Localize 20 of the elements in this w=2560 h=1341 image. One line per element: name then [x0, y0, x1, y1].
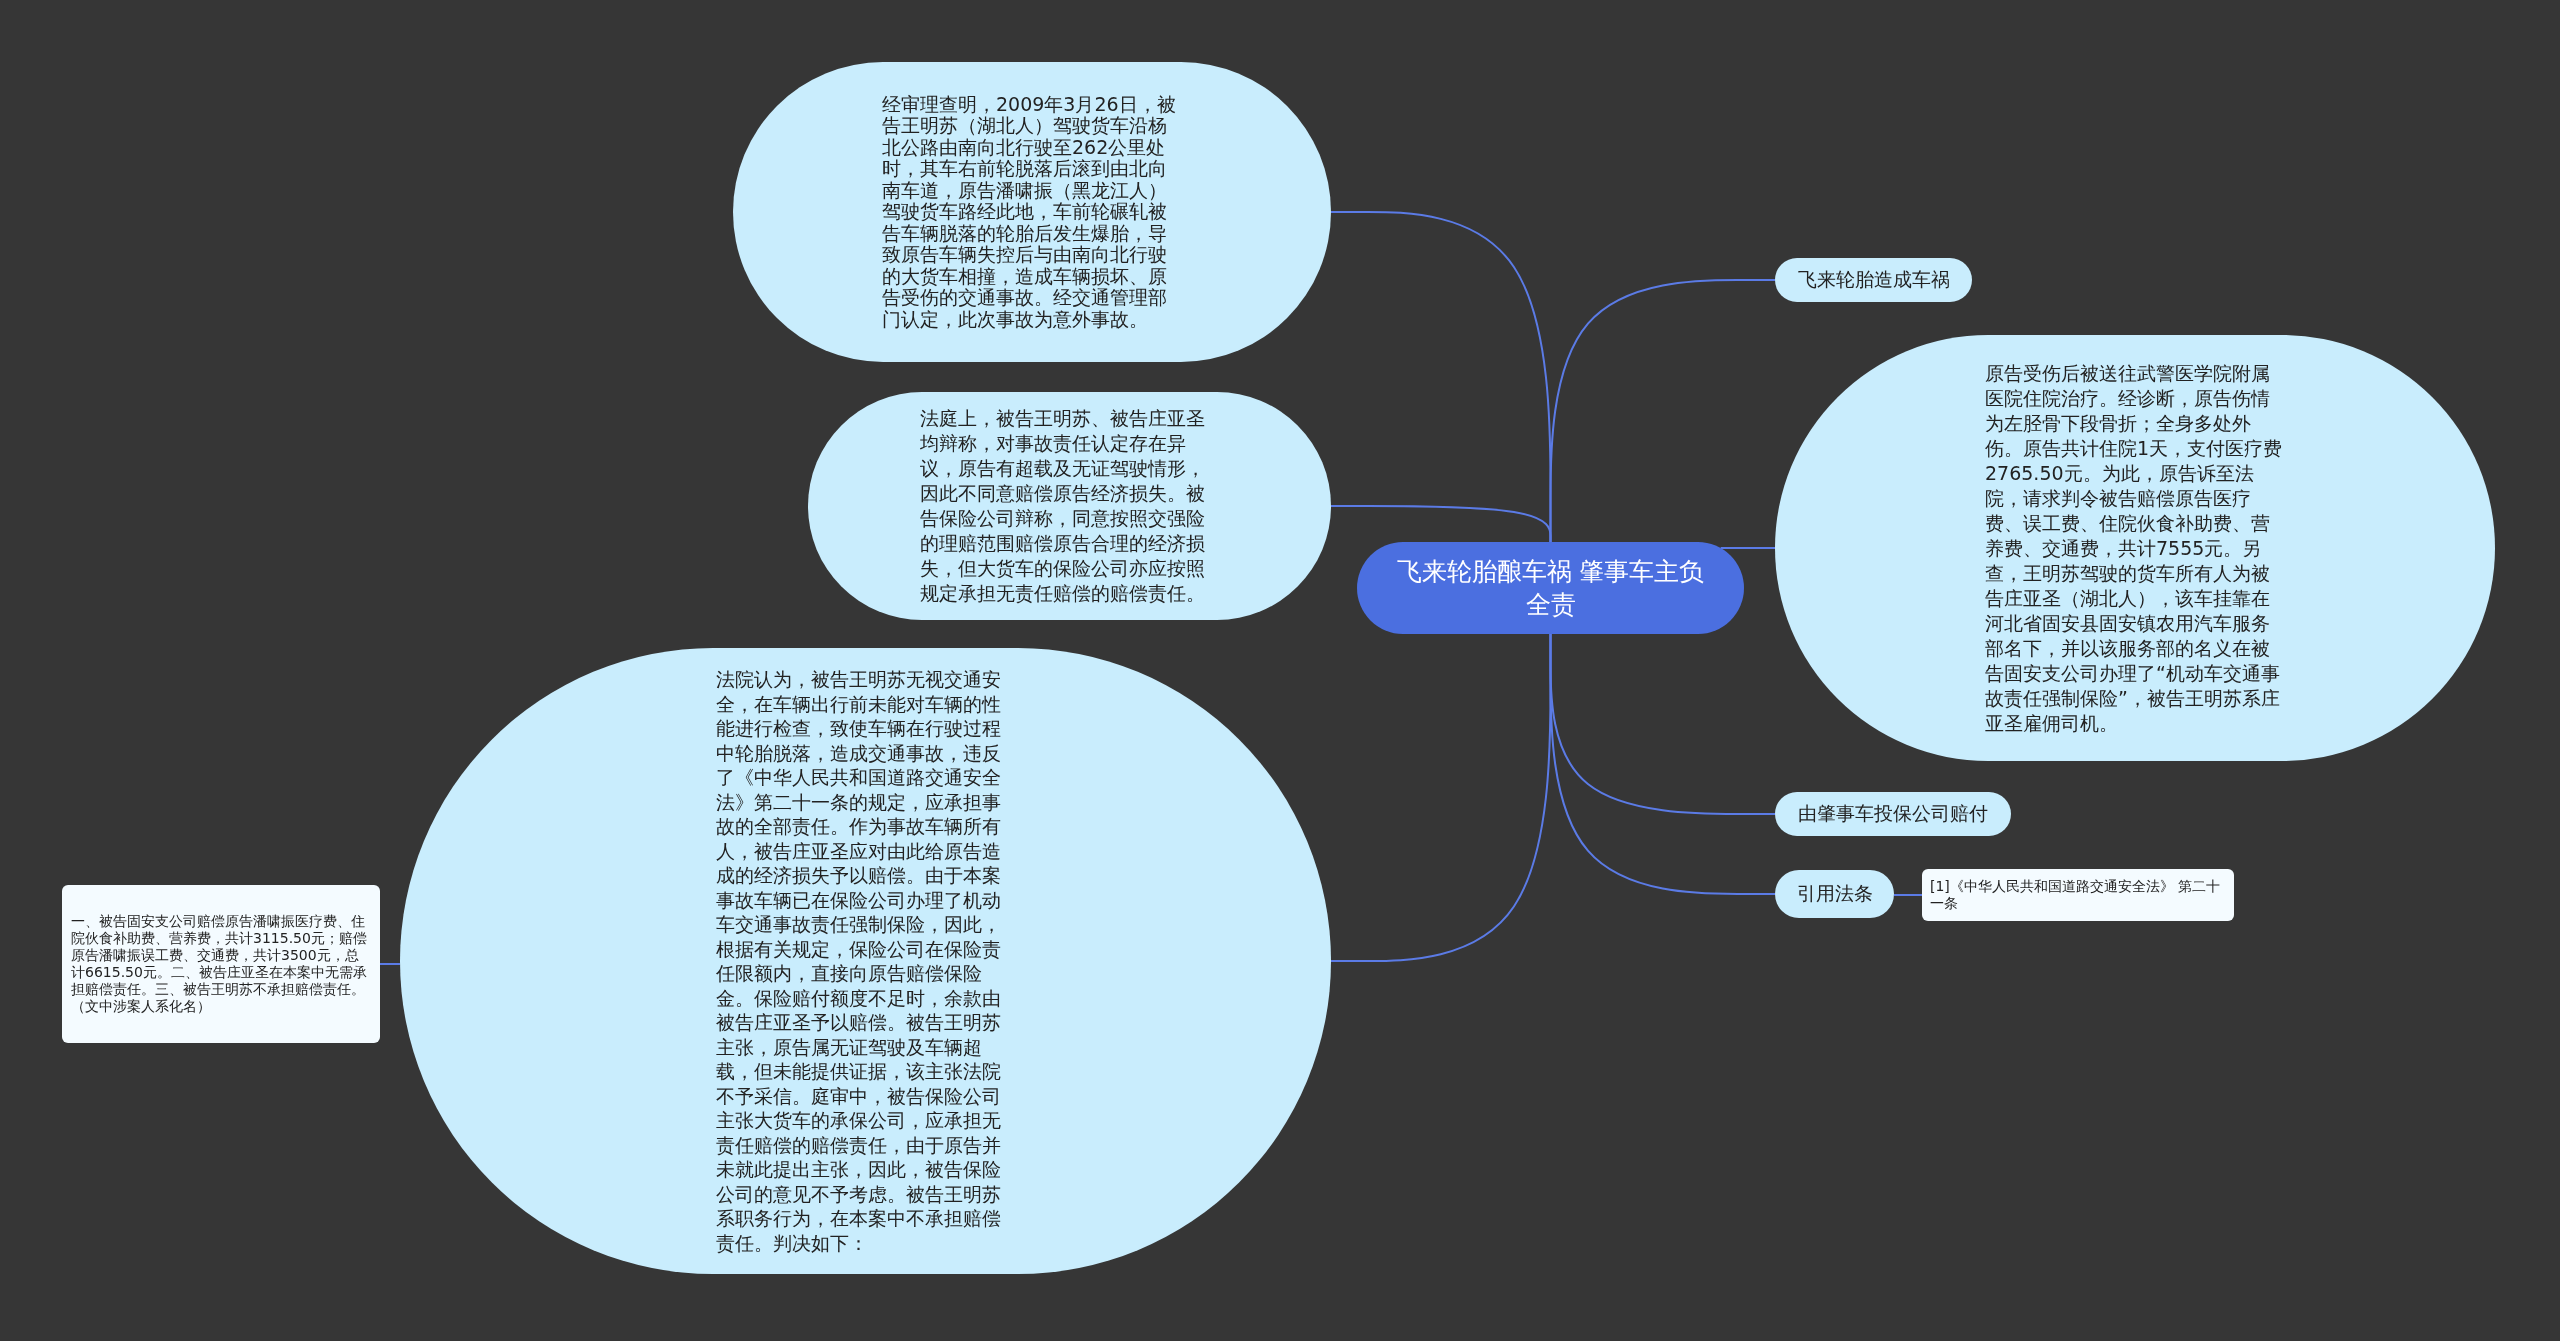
note-card [1922, 869, 2234, 921]
node-text: 由肇事车投保公司赔付 [1798, 801, 1988, 826]
note-card [62, 885, 380, 1043]
connector-line [1549, 279, 1776, 543]
topic-pill [1775, 792, 2011, 836]
node-text: 法院认为，被告王明苏无视交通安全，在车辆出行前未能对车辆的性能进行检查，致使车辆在行驶过程中轮胎脱落，造成交通事故，违反了《中华人民共和国道路交通安全法》第二十一条的规定，应承担事故的全部责任。作为事故车辆所有人，被告庄亚圣应对由此给原告造成的经济损失予以赔偿。由于本案事故车辆已在保险公司办理了机动车交通事故责任强制保险，因此，根据有关规定，保险公司在保险责任限额内，直接向原告赔偿保险金。保险赔付额度不足时，余款由被告庄亚圣予以赔偿。被告王明苏主张，原告属无证驾驶及车辆超载，但未能提供证据，该主张法院不予采信。庭审中，被告保险公司主张大货车的承保公司，应承担无责任赔偿的赔偿责任，由于原告并未就此提出主张，因此，被告保险公司的意见不予考虑。被告王明苏系职务行为，在本案中不承担赔偿责任。判决如下： [715, 667, 1002, 1255]
connector-line [1719, 547, 1776, 549]
topic-pill [1775, 870, 1894, 918]
connector-line [1893, 894, 1923, 896]
node-text: 飞来轮胎造成车祸 [1797, 267, 1950, 292]
node-text: 飞来轮胎酿车祸 肇事车主负全责 [1395, 556, 1706, 621]
node-text: 一、被告固安支公司赔偿原告潘啸振医疗费、住院伙食补助费、营养费，共计3115.50元；赔偿原告潘啸振误工费、交通费，共计3500元，总计6615.50元。二、被告庄亚圣在本案中无需承担赔偿责任。三、被告王明苏不承担赔偿责任。（文中涉案人系化名） [71, 913, 368, 1015]
node-text: 引用法条 [1796, 881, 1873, 906]
connector-line [379, 963, 401, 965]
node-text: 原告受伤后被送往武警医学院附属医院住院治疗。经诊断，原告伤情为左胫骨下段骨折；全身多处外伤。原告共计住院1天，支付医疗费2765.50元。为此，原告诉至法院，请求判令被告赔偿原告医疗费、误工费、住院伙食补助费、营养费、交通费，共计7555元。另查，王明苏驾驶的货车所有人为被告庄亚圣（湖北人），该车挂靠在河北省固安县固安镇农用汽车服务部名下，并以该服务部的名义在被告固安支公司办理了“机动车交通事故责任强制保险”，被告王明苏系庄亚圣雇佣司机。 [1985, 360, 2284, 736]
node-text: 经审理查明，2009年3月26日，被告王明苏（湖北人）驾驶货车沿杨北公路由南向北行驶至262公里处时，其车右前轮脱落后滚到由北向南车道，原告潘啸振（黑龙江人）驾驶货车路经此地，车前轮碾轧被告车辆脱落的轮胎后发生爆胎，导致原告车辆失控后与由南向北行驶的大货车相撞，造成车辆损坏、原告受伤的交通事故。经交通管理部门认定，此次事故为意外事故。 [882, 93, 1177, 331]
topic-pill [1775, 258, 1972, 302]
connector-line [1549, 633, 1776, 895]
node-text: [1]《中华人民共和国道路交通安全法》 第二十一条 [1930, 878, 2222, 912]
node-text: 法庭上，被告王明苏、被告庄亚圣均辩称，对事故责任认定存在异议，原告有超载及无证驾驶情形，因此不同意赔偿原告经济损失。被告保险公司辩称，同意按照交强险的理赔范围赔偿原告合理的经济损失，但大货车的保险公司亦应按照规定承担无责任赔偿的赔偿责任。 [919, 406, 1206, 606]
